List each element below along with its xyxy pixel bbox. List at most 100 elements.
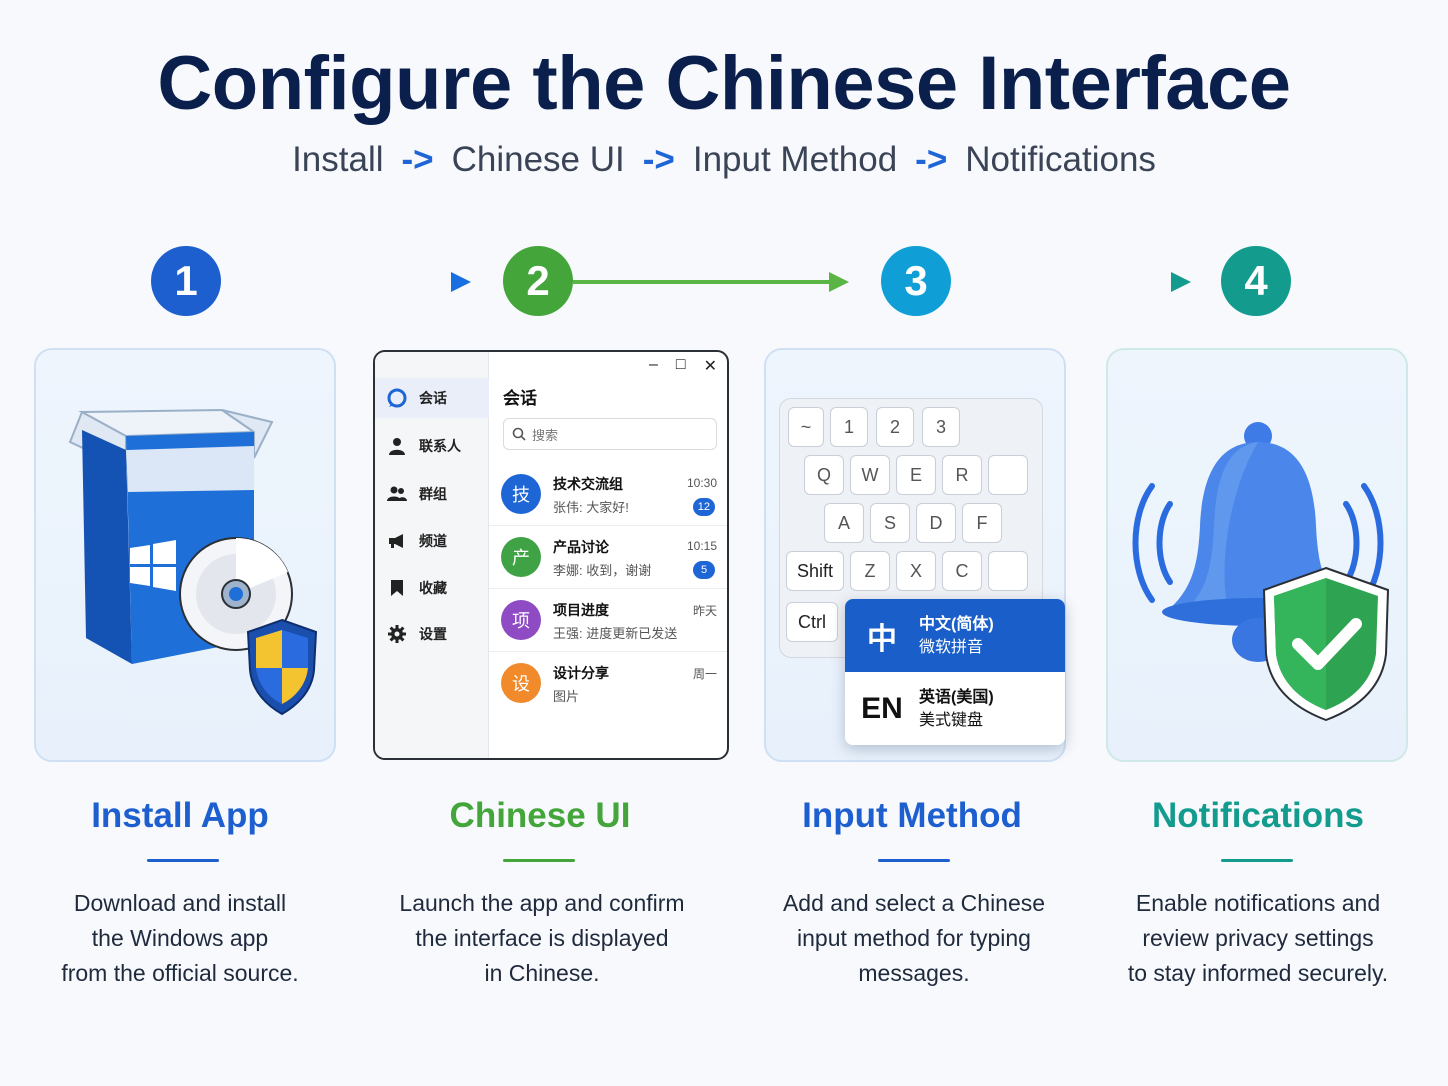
step-1-description: Download and install the Windows app fro… [0, 886, 360, 991]
flow-step-notifications: Notifications [965, 140, 1156, 179]
desc-line: the interface is displayed [415, 925, 669, 951]
conversation-name: 项目进度 [553, 602, 609, 618]
ime-option-sub: 美式键盘 [919, 711, 984, 729]
avatar: 技 [501, 474, 541, 514]
sidebar-item-channels[interactable]: 频道 [375, 521, 489, 561]
chat-bubble-icon [387, 388, 407, 408]
close-button[interactable]: ✕ [703, 358, 717, 375]
conversation-time: 10:30 [686, 476, 717, 490]
avatar: 设 [501, 663, 541, 703]
window-controls: – □ ✕ [649, 356, 717, 376]
key-3[interactable]: 3 [922, 407, 960, 447]
bookmark-icon [387, 578, 407, 598]
flow-step-input-method: Input Method [692, 140, 898, 179]
notifications-card [1106, 348, 1408, 762]
key-e[interactable]: E [896, 455, 936, 495]
flow-subtitle: Install->Chinese UI->Input Method->Notif… [0, 140, 1448, 180]
conversation-time: 10:15 [686, 539, 717, 553]
key-x[interactable]: X [896, 551, 936, 591]
search-input[interactable]: 搜索 [503, 418, 717, 450]
step-2-title: Chinese UI [449, 796, 631, 835]
key-a[interactable]: A [824, 503, 864, 543]
key-blank[interactable] [988, 551, 1028, 591]
desc-line: Add and select a Chinese [782, 890, 1046, 916]
avatar: 产 [501, 537, 541, 577]
sidebar-item-contacts[interactable]: 联系人 [375, 426, 489, 466]
connector-arrow-3 [951, 272, 1191, 292]
sidebar-item-label: 群组 [419, 486, 447, 502]
page-title: Configure the Chinese Interface [157, 41, 1291, 126]
step-4-badge: 4 [1221, 246, 1291, 316]
key-shift[interactable]: Shift [786, 551, 844, 591]
unread-badge: 12 [692, 498, 715, 516]
conversation-item[interactable]: 项 项目进度 王强: 进度更新已发送 昨天 [489, 590, 727, 652]
search-placeholder: 搜索 [532, 427, 559, 443]
software-box-illustration [68, 408, 318, 716]
sidebar-item-groups[interactable]: 群组 [375, 474, 489, 514]
flow-arrow-1: -> [401, 140, 434, 179]
conversation-preview: 李娜: 收到，谢谢 [553, 563, 652, 578]
step-4-title: Notifications [1152, 796, 1364, 835]
sidebar-item-settings[interactable]: 设置 [375, 614, 489, 654]
ime-option-sub: 微软拼音 [919, 638, 984, 656]
ime-option-chinese[interactable]: 中 中文(简体) 微软拼音 [845, 599, 1065, 672]
connector-arrow-2 [573, 272, 849, 292]
step-3-title: Input Method [802, 796, 1022, 835]
desc-line: input method for typing [797, 925, 1031, 951]
conversation-preview: 王强: 进度更新已发送 [553, 626, 678, 641]
desc-line: to stay informed securely. [1127, 960, 1389, 986]
key-r[interactable]: R [942, 455, 982, 495]
sidebar-item-label: 联系人 [419, 438, 461, 454]
step-2-badge: 2 [503, 246, 573, 316]
step-3-description: Add and select a Chinese input method fo… [734, 886, 1094, 991]
conversation-item[interactable]: 设 设计分享 图片 周一 [489, 653, 727, 715]
minimize-button[interactable]: – [649, 356, 658, 373]
sidebar-item-label: 收藏 [419, 580, 447, 596]
key-tilde[interactable]: ~ [788, 407, 824, 447]
key-z[interactable]: Z [850, 551, 890, 591]
ime-option-name: 中文(简体) [919, 615, 994, 633]
key-s[interactable]: S [870, 503, 910, 543]
desc-line: in Chinese. [484, 960, 600, 986]
conversation-time: 昨天 [692, 604, 717, 618]
person-icon [387, 436, 407, 456]
chat-main-panel: 会话 搜索 技 技术交流组 张伟: 大家好! 10:30 12 产 产品讨论 李… [489, 352, 727, 758]
search-icon [512, 427, 526, 441]
step-1-title: Install App [91, 796, 269, 835]
key-2[interactable]: 2 [876, 407, 914, 447]
key-c[interactable]: C [942, 551, 982, 591]
step-2-divider [503, 859, 575, 862]
sidebar-item-label: 会话 [419, 390, 447, 406]
ime-option-english[interactable]: EN 英语(美国) 美式键盘 [845, 672, 1065, 745]
connector-arrow-1 [221, 272, 471, 292]
key-ctrl[interactable]: Ctrl [786, 602, 838, 642]
desc-line: review privacy settings [1142, 925, 1374, 951]
step-4-divider [1221, 859, 1293, 862]
group-icon [387, 484, 407, 504]
input-method-menu: 中 中文(简体) 微软拼音 EN 英语(美国) 美式键盘 [845, 599, 1065, 745]
key-d[interactable]: D [916, 503, 956, 543]
conversation-name: 产品讨论 [553, 539, 609, 555]
desc-line: Download and install [73, 890, 287, 916]
conversation-item[interactable]: 产 产品讨论 李娜: 收到，谢谢 10:15 5 [489, 527, 727, 589]
key-w[interactable]: W [850, 455, 890, 495]
step-1-badge: 1 [151, 246, 221, 316]
desc-line: from the official source. [61, 960, 299, 986]
ime-option-name: 英语(美国) [919, 688, 994, 706]
key-blank[interactable] [988, 455, 1028, 495]
sidebar-item-favorites[interactable]: 收藏 [375, 568, 489, 608]
key-q[interactable]: Q [804, 455, 844, 495]
gear-icon [387, 624, 407, 644]
key-f[interactable]: F [962, 503, 1002, 543]
step-2-description: Launch the app and confirm the interface… [362, 886, 722, 991]
flow-step-chinese-ui: Chinese UI [451, 140, 625, 179]
conversation-name: 技术交流组 [553, 476, 623, 492]
ime-glyph: 中 [867, 622, 897, 656]
conversation-item[interactable]: 技 技术交流组 张伟: 大家好! 10:30 12 [489, 464, 727, 526]
desc-line: messages. [858, 960, 970, 986]
avatar: 项 [501, 600, 541, 640]
maximize-button[interactable]: □ [675, 356, 686, 373]
key-1[interactable]: 1 [830, 407, 868, 447]
sidebar-item-conversations[interactable]: 会话 [375, 378, 489, 418]
desc-line: the Windows app [91, 925, 269, 951]
